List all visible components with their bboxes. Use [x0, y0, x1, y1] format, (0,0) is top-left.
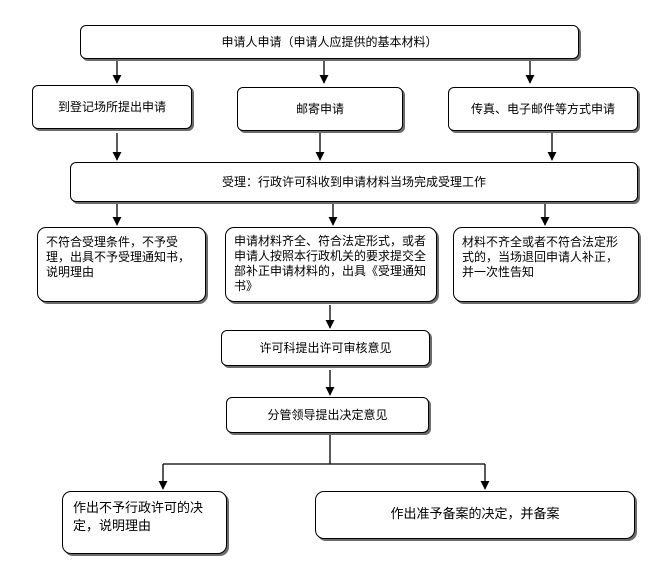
node-accept-label: 受理：行政许可科收到申请材料当场完成受理工作 — [221, 174, 486, 189]
node-mail-label: 邮寄申请 — [295, 101, 344, 116]
node-fax: 传真、电子邮件等方式申请 — [448, 87, 638, 131]
node-apply-label: 申请人申请（申请人应提供的基本材料） — [221, 34, 438, 49]
node-leader: 分管领导提出决定意见 — [226, 397, 429, 433]
node-approve: 作出准予备案的决定，并备案 — [315, 491, 635, 539]
node-complete: 申请材料齐全、符合法定形式，或者申请人按照本行政机关的要求提交全部补正申请材料的… — [225, 227, 437, 302]
node-incomplete: 材料不齐全或者不符合法定形式的，当场退回申请人补正，并一次性告知 — [453, 227, 639, 302]
node-deny-label: 作出不予行政许可的决定，说明理由 — [73, 501, 204, 534]
node-fax-label: 传真、电子邮件等方式申请 — [470, 101, 615, 116]
node-approve-label: 作出准予备案的决定，并备案 — [390, 507, 560, 522]
node-deny: 作出不予行政许可的决定，说明理由 — [62, 491, 227, 554]
node-mail: 邮寄申请 — [237, 87, 403, 131]
node-review-label: 许可科提出许可审核意见 — [259, 340, 392, 355]
node-onsite: 到登记场所提出申请 — [32, 85, 192, 129]
node-review: 许可科提出许可审核意见 — [221, 330, 430, 366]
node-accept: 受理：行政许可科收到申请材料当场完成受理工作 — [70, 162, 638, 202]
node-leader-label: 分管领导提出决定意见 — [267, 407, 388, 422]
node-onsite-label: 到登记场所提出申请 — [57, 99, 166, 114]
node-reject: 不符合受理条件，不予受理，出具不予受理通知书，说明理由 — [37, 227, 206, 302]
node-incomplete-label: 材料不齐全或者不符合法定形式的，当场退回申请人补正，并一次性告知 — [462, 235, 619, 279]
node-apply: 申请人申请（申请人应提供的基本材料） — [80, 25, 579, 59]
node-complete-label: 申请材料齐全、符合法定形式，或者申请人按照本行政机关的要求提交全部补正申请材料的… — [234, 234, 427, 293]
node-reject-label: 不符合受理条件，不予受理，出具不予受理通知书，说明理由 — [46, 235, 191, 279]
